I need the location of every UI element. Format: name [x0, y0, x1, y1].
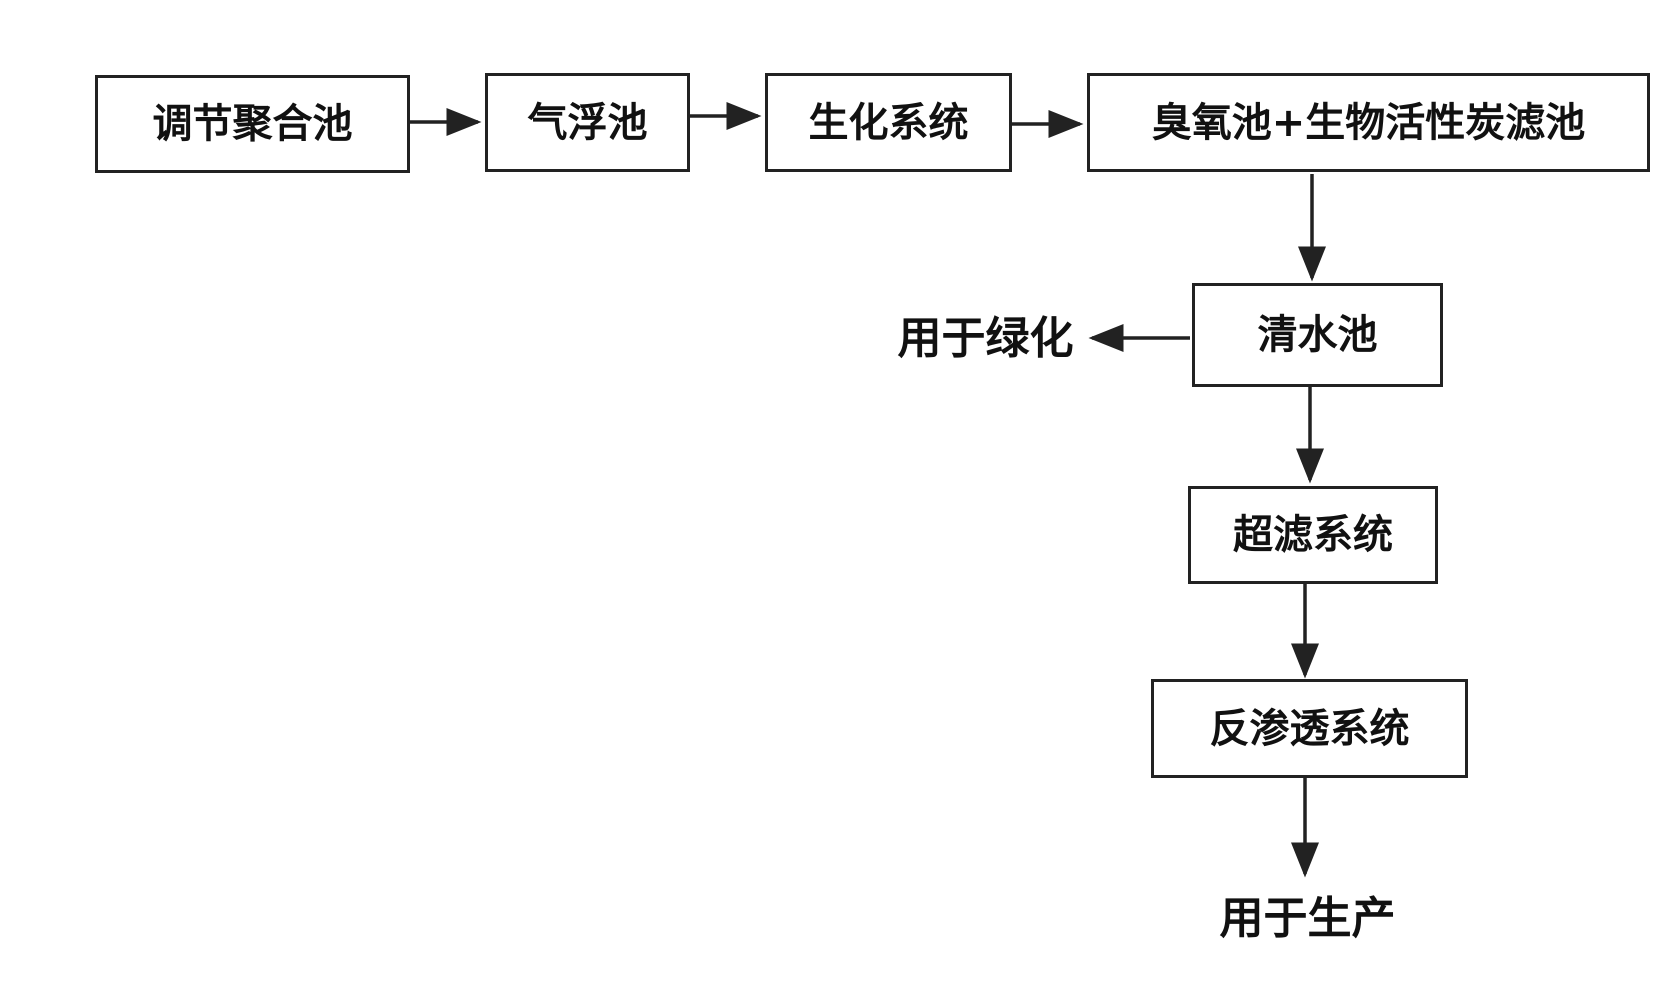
- node-ultrafiltration-system: 超滤系统: [1188, 486, 1438, 584]
- node-clear-water-tank: 清水池: [1192, 283, 1443, 387]
- node-biochemical-system: 生化系统: [765, 73, 1012, 172]
- node-ozone-bac-filter: 臭氧池+生物活性炭滤池: [1087, 73, 1650, 172]
- node-reverse-osmosis-system: 反渗透系统: [1151, 679, 1468, 778]
- node-regulating-tank: 调节聚合池: [95, 75, 410, 173]
- node-air-flotation: 气浮池: [485, 73, 690, 172]
- output-greening: 用于绿化: [897, 313, 1074, 364]
- output-production: 用于生产: [1219, 893, 1396, 944]
